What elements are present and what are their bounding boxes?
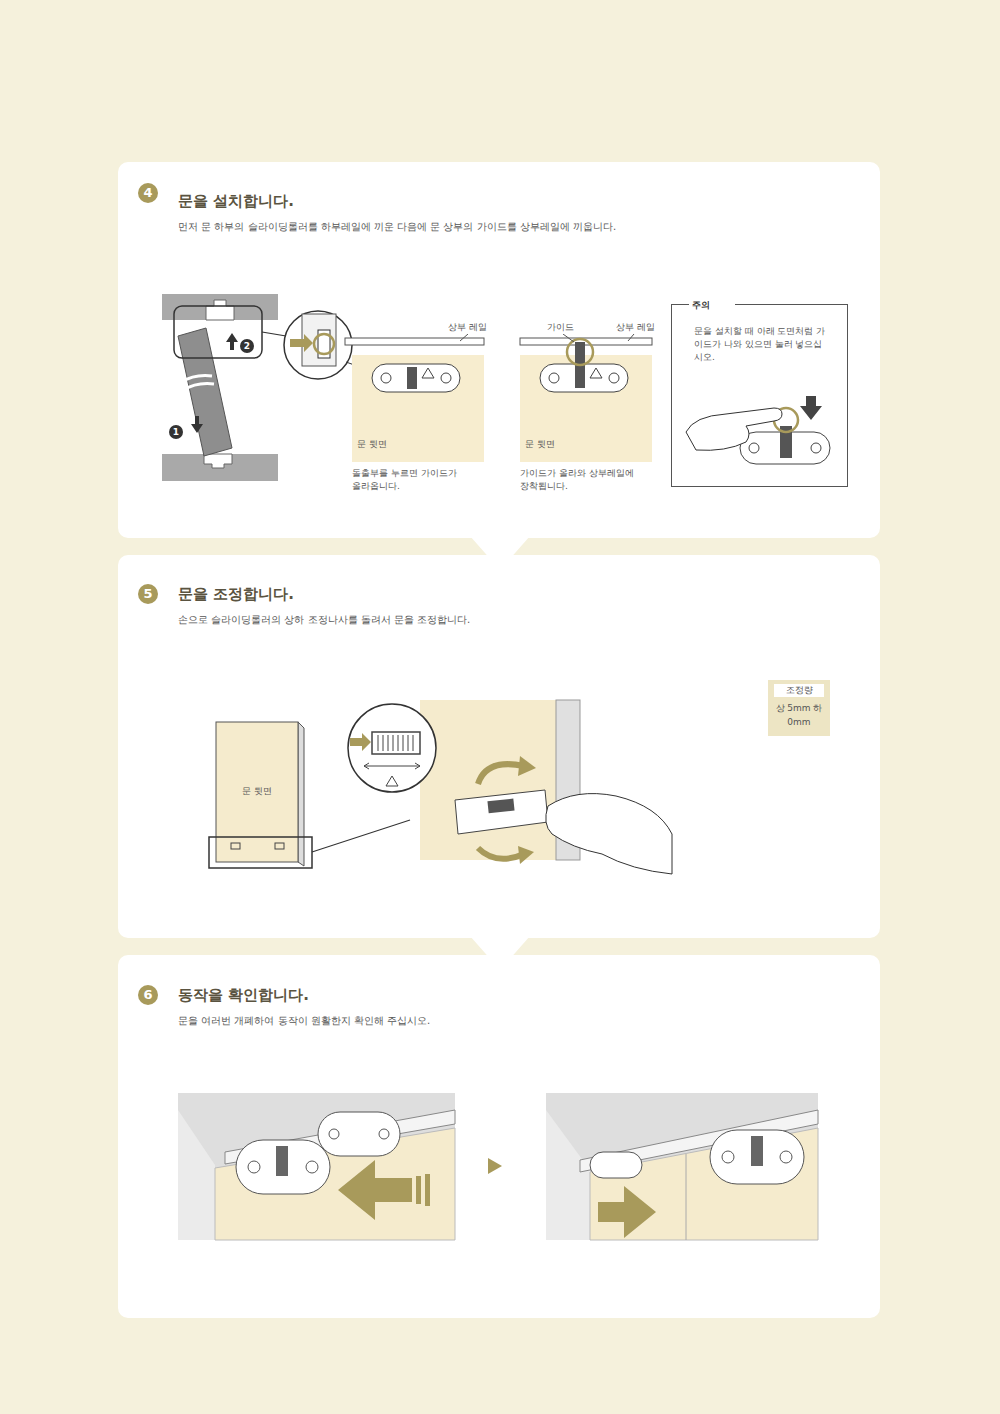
node-text: 문 뒷면 [525,438,595,451]
node-text: 문 뒷면 [216,785,298,798]
node-text: 문 뒷면 [357,438,427,451]
step-number: 6 [138,985,158,1005]
node-text: 4 [138,183,158,203]
caution-box: 주의문을 설치할 때 아래 도면처럼 가이드가 나와 있으면 눌러 넣으십시오. [671,304,848,487]
node-text: 5 [138,584,158,604]
step-heading: 문을 설치합니다. [178,191,858,213]
door-back: 문 뒷면 [520,355,652,462]
step-number: 4 [138,183,158,203]
part-label: 가이드가 올라와 상부레일에 장착됩니다. [520,467,635,492]
node-text: 문을 여러번 개폐하여 동작이 원활한지 확인해 주십시오. [178,1014,868,1029]
node-text: 먼저 문 하부의 슬라이딩롤러를 하부레일에 끼운 다음에 문 상부의 가이드를… [178,220,868,235]
step-panel: 문을 설치합니다. 먼저 문 하부의 슬라이딩롤러를 하부레일에 끼운 다음에 문… [118,162,880,538]
callout-number: 1 [169,425,183,439]
step-number: 5 [138,584,158,604]
node-text: 6 [138,985,158,1005]
door-back: 문 뒷면 [352,355,484,462]
node-text: 손으로 슬라이딩롤러의 상하 조정나사를 돌려서 문을 조정합니다. [178,613,868,628]
part-label: 상부 레일 [446,321,489,334]
part-label: 가이드 [545,321,576,334]
door-back: 문 뒷면 [216,722,302,837]
callout-number: 2 [240,339,254,353]
part-label: 돌출부를 누르면 가이드가 올라옵니다. [352,467,457,492]
node-text: 상 5mm 하 0mm [774,701,824,730]
step-panel: 문을 조정합니다. 손으로 슬라이딩롤러의 상하 조정나사를 돌려서 문을 조정합… [118,555,880,938]
step-heading: 문을 조정합니다. [178,584,858,606]
node-text: 조정량 [774,684,824,697]
step-heading: 동작을 확인합니다. [178,985,858,1007]
node-text: 주의 [689,299,735,312]
adjust-amount-box: 조정량상 5mm 하 0mm [768,680,830,736]
step-panel: 동작을 확인합니다. 문을 여러번 개폐하여 동작이 원활한지 확인해 주십시오.… [118,955,880,1318]
node-text: 문을 설치할 때 아래 도면처럼 가이드가 나와 있으면 눌러 넣으십시오. [694,325,829,364]
part-label: 상부 레일 [614,321,657,334]
